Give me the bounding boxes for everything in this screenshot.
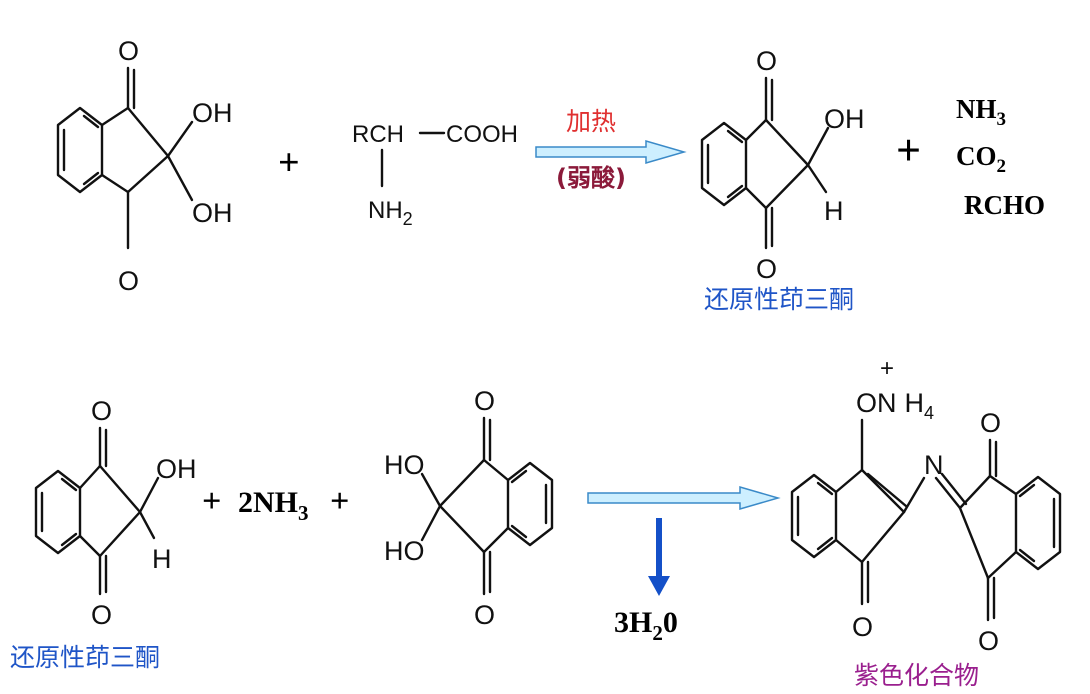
reduced-ninhydrin-name: 还原性茚三酮 bbox=[704, 285, 854, 314]
plus-sign: + bbox=[278, 142, 300, 184]
amine-label: NH2 bbox=[368, 197, 413, 229]
rch-label: RCH bbox=[352, 121, 404, 148]
reduced-ninhydrin-name: 还原性茚三酮 bbox=[10, 643, 160, 672]
oxygen-label: O bbox=[474, 386, 495, 416]
purple-compound-name: 紫色化合物 bbox=[854, 661, 979, 690]
oxygen-label: O bbox=[852, 612, 873, 642]
hydroxyl-label: HO bbox=[384, 536, 425, 566]
hydroxyl-label: OH bbox=[156, 454, 197, 484]
hydroxyl-label: OH bbox=[192, 98, 233, 128]
ammonia-reagent-label: 2NH3 bbox=[238, 486, 309, 525]
condition-heat-label: 加热 bbox=[566, 107, 616, 136]
oxygen-label: O bbox=[91, 600, 112, 630]
down-arrow-icon bbox=[648, 518, 670, 596]
bridge-nitrogen-label: N bbox=[924, 450, 944, 480]
reaction-arrow-icon bbox=[535, 140, 687, 164]
oxygen-label: O bbox=[91, 396, 112, 426]
ninhydrin-structure-1: O O OH OH bbox=[56, 36, 233, 296]
ninhydrin-structure-2: O O HO HO bbox=[384, 386, 554, 630]
aldehyde-label: RCHO bbox=[964, 190, 1045, 220]
oxygen-label: O bbox=[474, 600, 495, 630]
carboxyl-label: COOH bbox=[446, 121, 518, 148]
hydroxyl-label: OH bbox=[192, 198, 233, 228]
oxygen-label: O bbox=[118, 36, 139, 66]
plus-sign: + bbox=[896, 126, 921, 175]
plus-sign: + bbox=[330, 483, 349, 520]
carbon-dioxide-label: CO2 bbox=[956, 141, 1006, 177]
amino-acid-structure: RCH COOH NH2 bbox=[352, 121, 518, 229]
oxygen-label: O bbox=[118, 266, 139, 296]
reduced-ninhydrin-structure-1: O O OH H bbox=[700, 46, 865, 284]
hydroxyl-label: OH bbox=[824, 104, 865, 134]
reaction-arrow-icon bbox=[587, 486, 781, 510]
charge-label: + bbox=[880, 355, 894, 382]
oxygen-label: O bbox=[756, 46, 777, 76]
water-label: 3H20 bbox=[614, 606, 678, 645]
plus-sign: + bbox=[202, 483, 221, 520]
condition-acid-label: (弱酸) bbox=[556, 164, 626, 192]
reduced-ninhydrin-structure-2: O O OH H bbox=[34, 396, 197, 630]
hydrogen-label: H bbox=[824, 196, 844, 226]
oxygen-label: O bbox=[978, 626, 999, 656]
oxygen-label: O bbox=[756, 254, 777, 284]
oxygen-label: O bbox=[980, 408, 1001, 438]
hydrogen-label: H bbox=[152, 544, 172, 574]
hydroxyl-label: HO bbox=[384, 450, 425, 480]
ammonia-label: NH3 bbox=[956, 94, 1006, 130]
